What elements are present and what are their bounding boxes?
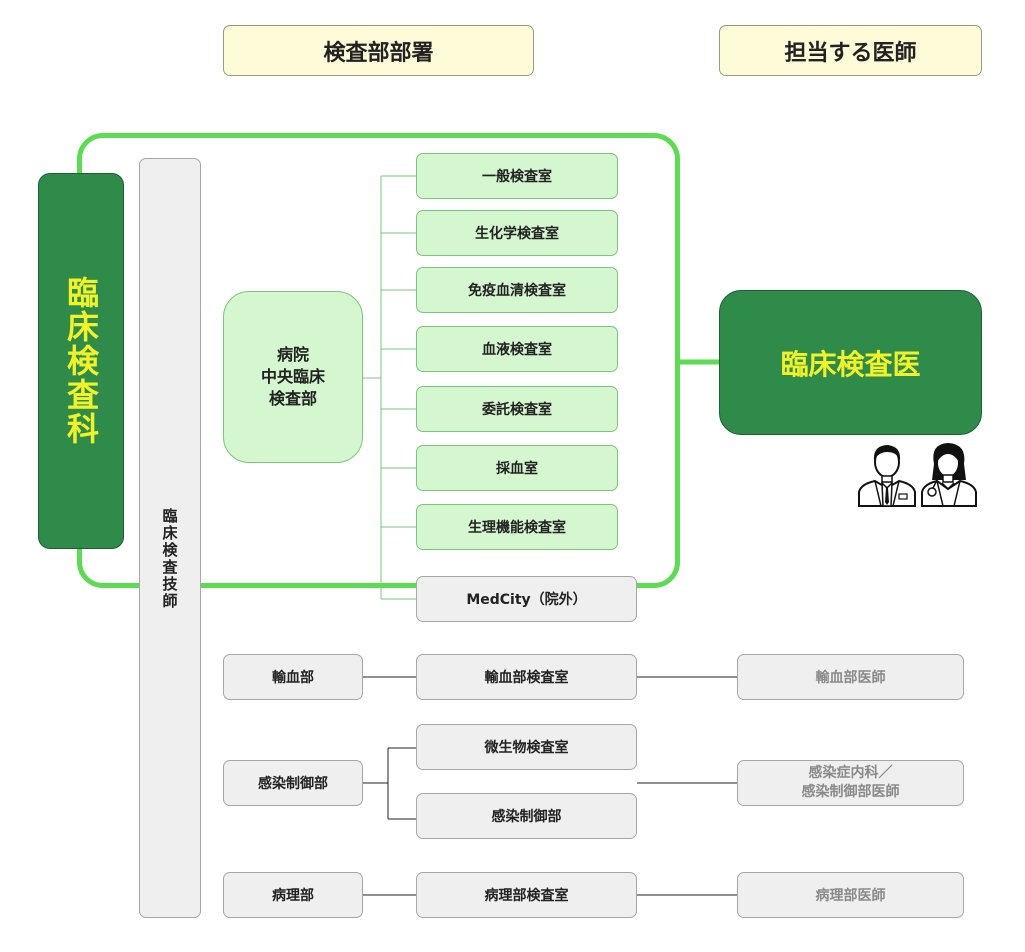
lab-immunoserology: 免疫血清検査室 <box>416 267 618 313</box>
infection-dept-box: 感染制御部 <box>223 760 363 806</box>
male-doctor-icon <box>858 445 916 507</box>
pathology-dept-box: 病理部 <box>223 872 363 918</box>
lab-general: 一般検査室 <box>416 153 618 199</box>
lab-hematology: 血液検査室 <box>416 326 618 372</box>
lab-blood-collection: 採血室 <box>416 445 618 491</box>
medcity-box: MedCity（院外） <box>416 576 637 622</box>
central-lab-box: 病院 中央臨床 検査部 <box>223 291 363 463</box>
transfusion-dept-box: 輸血部 <box>223 654 363 700</box>
transfusion-doctor-box: 輸血部医師 <box>737 654 964 700</box>
lab-biochemistry: 生化学検査室 <box>416 210 618 256</box>
microbiology-lab-box: 微生物検査室 <box>416 724 637 770</box>
technologist-bar: 臨床検査技師 <box>139 158 201 918</box>
lab-physiology: 生理機能検査室 <box>416 504 618 550</box>
clinical-doctor-box: 臨床検査医 <box>719 290 982 435</box>
female-doctor-icon <box>921 443 977 507</box>
technologist-label: 臨床検査技師 <box>160 508 179 610</box>
doctors-header: 担当する医師 <box>719 25 982 76</box>
infection-control-lab-box: 感染制御部 <box>416 793 637 839</box>
pathology-lab-box: 病理部検査室 <box>416 872 637 918</box>
transfusion-lab-box: 輸血部検査室 <box>416 654 637 700</box>
lab-outsourced: 委託検査室 <box>416 386 618 432</box>
clinical-dept-label: 臨床検査科 <box>38 173 124 549</box>
pathology-doctor-box: 病理部医師 <box>737 872 964 918</box>
departments-header: 検査部部署 <box>223 25 534 76</box>
infection-doctor-box: 感染症内科／ 感染制御部医師 <box>737 760 964 806</box>
